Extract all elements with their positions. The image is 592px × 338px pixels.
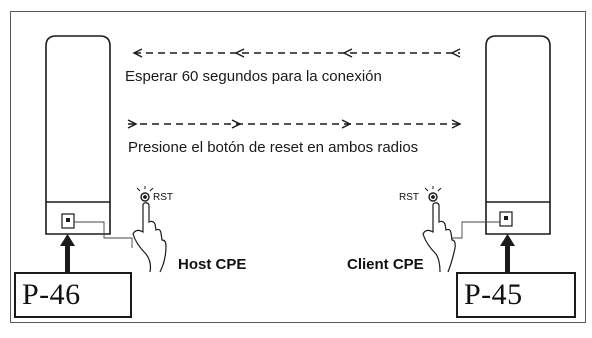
- client-rst-label: RST: [399, 192, 419, 203]
- host-cpe-device: [45, 35, 133, 248]
- host-rst-label: RST: [153, 192, 173, 203]
- client-cpe-device: [452, 35, 551, 239]
- client-power-arrow-icon: [500, 234, 515, 272]
- diagram-border: [10, 11, 586, 323]
- client-cpe-label: Client CPE: [347, 256, 424, 273]
- client-tag: P-45: [456, 272, 576, 318]
- host-cpe-label: Host CPE: [178, 256, 247, 273]
- client-pointing-hand-icon: [422, 202, 456, 273]
- dashed-arrow-right-icon: [127, 119, 462, 129]
- host-pointing-hand-icon: [132, 202, 167, 273]
- host-power-arrow-icon: [60, 234, 75, 272]
- host-tag: P-46: [14, 272, 132, 318]
- client-reset-button-icon: [424, 186, 442, 202]
- wait-caption: Esperar 60 segundos para la conexión: [125, 68, 382, 85]
- dashed-arrow-left-icon: [132, 48, 461, 58]
- host-reset-button-icon: [136, 186, 154, 202]
- reset-caption: Presione el botón de reset en ambos radi…: [128, 139, 419, 156]
